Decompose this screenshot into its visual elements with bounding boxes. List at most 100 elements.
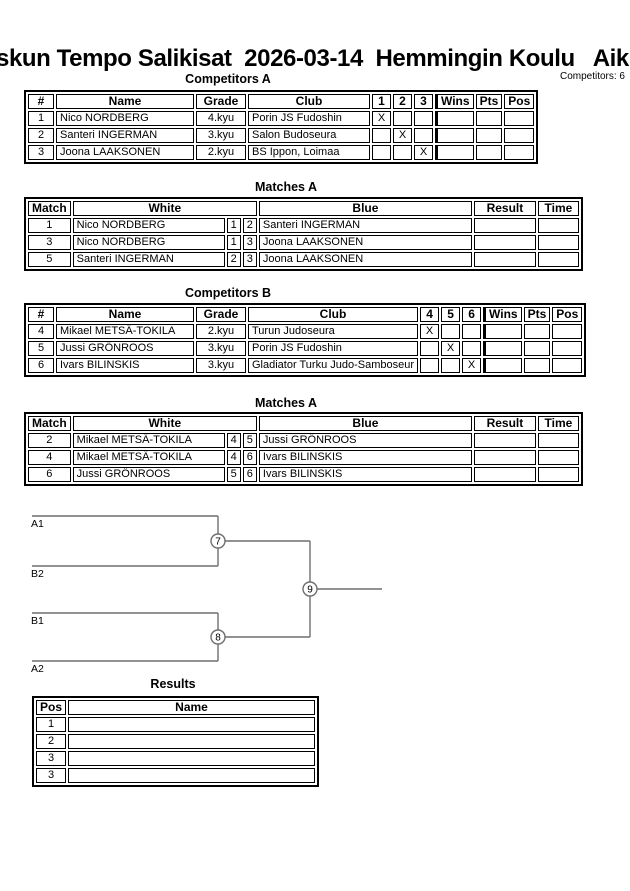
result-name xyxy=(68,751,316,766)
col-pos: Pos xyxy=(552,307,583,322)
result-cell xyxy=(473,433,536,448)
blue-seed: 6 xyxy=(242,450,257,465)
bracket-lines xyxy=(32,515,382,662)
time-cell xyxy=(537,218,579,233)
competitor-club: Gladiator Turku Judo-Samboseur xyxy=(248,358,419,373)
crosstable-cell xyxy=(441,324,461,339)
match-node-semi1 xyxy=(210,533,226,549)
results-table: Pos Name 1 2 3 3 xyxy=(32,696,320,787)
table-row: 6 Ivars BILINSKIS 3.kyu Gladiator Turku … xyxy=(28,358,583,373)
result-cell xyxy=(473,218,536,233)
competitor-club: Porin JS Fudoshin xyxy=(248,111,370,126)
wins-cell xyxy=(483,324,522,339)
white-name: Jussi GRÖNROOS xyxy=(72,467,225,482)
crosstable-cell xyxy=(462,341,482,356)
result-cell xyxy=(473,450,536,465)
table-header-row: Match White Blue Result Time xyxy=(28,416,579,431)
col-pos: Pos xyxy=(504,94,535,109)
wins-cell xyxy=(435,111,474,126)
col-m3: 3 xyxy=(414,94,433,109)
col-number: # xyxy=(28,307,54,322)
white-seed: 4 xyxy=(226,433,241,448)
match-row: 4 Mikael METSÄ-TOKILA 4 6 Ivars BILINSKI… xyxy=(28,450,579,465)
col-m5: 5 xyxy=(441,307,461,322)
matches-a-table: Match White Blue Result Time 1 Nico NORD… xyxy=(24,197,583,271)
pos-cell xyxy=(504,128,535,143)
time-cell xyxy=(537,433,579,448)
pool-a-heading: Competitors A xyxy=(185,72,271,86)
wins-cell xyxy=(435,128,474,143)
competitors-count: Competitors: 6 xyxy=(559,71,625,82)
bracket-slot-label: A1 xyxy=(31,518,44,530)
col-club: Club xyxy=(248,94,370,109)
competitor-number: 2 xyxy=(28,128,54,143)
white-name: Nico NORDBERG xyxy=(72,235,225,250)
pool-a-table: # Name Grade Club 1 2 3 Wins Pts Pos 1 N… xyxy=(24,90,539,164)
col-wins: Wins xyxy=(483,307,522,322)
table-header-row: # Name Grade Club 4 5 6 Wins Pts Pos xyxy=(28,307,583,322)
blue-name: Joona LAAKSONEN xyxy=(258,235,472,250)
competitor-name: Santeri INGERMAN xyxy=(56,128,194,143)
pts-cell xyxy=(475,145,503,160)
matches-b-table: Match White Blue Result Time 2 Mikael ME… xyxy=(24,412,583,486)
result-pos: 2 xyxy=(36,734,67,749)
crosstable-cell xyxy=(372,128,391,143)
time-cell xyxy=(537,252,579,267)
col-result: Result xyxy=(473,416,536,431)
table-header-row: Pos Name xyxy=(36,700,316,715)
col-pts: Pts xyxy=(475,94,503,109)
match-row: 2 Mikael METSÄ-TOKILA 4 5 Jussi GRÖNROOS xyxy=(28,433,579,448)
competitor-grade: 3.kyu xyxy=(196,341,246,356)
result-row: 2 xyxy=(36,734,316,749)
time-cell xyxy=(537,235,579,250)
competitor-grade: 2.kyu xyxy=(196,145,246,160)
white-seed: 4 xyxy=(226,450,241,465)
white-name: Mikael METSÄ-TOKILA xyxy=(72,450,225,465)
wins-cell xyxy=(483,341,522,356)
col-white: White xyxy=(72,416,257,431)
crosstable-cell: X xyxy=(420,324,440,339)
result-name xyxy=(68,734,316,749)
blue-seed: 3 xyxy=(242,252,257,267)
table-header-row: Match White Blue Result Time xyxy=(28,201,579,216)
match-number: 5 xyxy=(28,252,71,267)
competitor-name: Joona LAAKSONEN xyxy=(56,145,194,160)
result-row: 1 xyxy=(36,717,316,732)
match-node-final xyxy=(302,581,318,597)
blue-seed: 2 xyxy=(242,218,257,233)
col-name: Name xyxy=(68,700,316,715)
competitor-number: 5 xyxy=(28,341,54,356)
result-name xyxy=(68,768,316,783)
crosstable-cell xyxy=(420,341,440,356)
white-seed: 2 xyxy=(226,252,241,267)
table-row: 3 Joona LAAKSONEN 2.kyu BS Ippon, Loimaa… xyxy=(28,145,535,160)
crosstable-cell: X xyxy=(441,341,461,356)
result-pos: 3 xyxy=(36,768,67,783)
crosstable-cell xyxy=(393,145,412,160)
blue-seed: 3 xyxy=(242,235,257,250)
col-wins: Wins xyxy=(435,94,474,109)
match-node-semi2 xyxy=(210,629,226,645)
result-pos: 3 xyxy=(36,751,67,766)
crosstable-cell xyxy=(462,324,482,339)
match-number: 6 xyxy=(28,467,71,482)
time-cell xyxy=(537,450,579,465)
blue-name: Jussi GRÖNROOS xyxy=(258,433,472,448)
col-result: Result xyxy=(473,201,536,216)
col-pts: Pts xyxy=(523,307,551,322)
col-pos: Pos xyxy=(36,700,67,715)
col-time: Time xyxy=(537,416,579,431)
table-header-row: # Name Grade Club 1 2 3 Wins Pts Pos xyxy=(28,94,535,109)
pts-cell xyxy=(523,358,551,373)
blue-seed: 5 xyxy=(242,433,257,448)
pos-cell xyxy=(504,145,535,160)
col-m6: 6 xyxy=(462,307,482,322)
table-row: 5 Jussi GRÖNROOS 3.kyu Porin JS Fudoshin… xyxy=(28,341,583,356)
crosstable-cell: X xyxy=(372,111,391,126)
competitor-club: Salon Budoseura xyxy=(248,128,370,143)
competitor-number: 1 xyxy=(28,111,54,126)
result-pos: 1 xyxy=(36,717,67,732)
col-grade: Grade xyxy=(196,94,246,109)
pts-cell xyxy=(523,324,551,339)
